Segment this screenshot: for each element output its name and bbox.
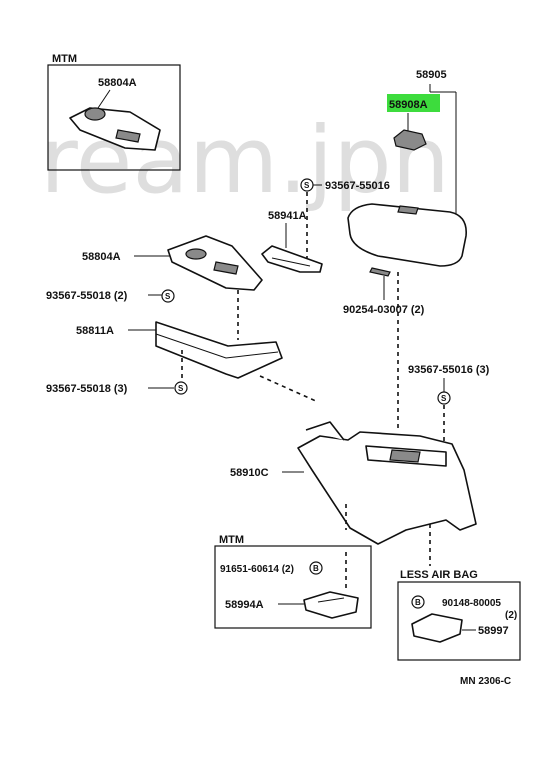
label-58910C: 58910C bbox=[230, 467, 269, 479]
label-90254-03007: 90254-03007 (2) bbox=[343, 304, 425, 316]
part-58997-shape bbox=[411, 613, 463, 643]
label-91651-60614: 91651-60614 (2) bbox=[220, 564, 294, 575]
less-air-bag-label: LESS AIR BAG bbox=[400, 569, 478, 581]
svg-text:S: S bbox=[165, 292, 171, 301]
part-58804A-shape bbox=[167, 235, 263, 291]
part-58910C-cupholder bbox=[389, 449, 421, 463]
part-90254-pin bbox=[369, 267, 391, 277]
mtm-top-label: MTM bbox=[52, 53, 77, 65]
screw-icon bbox=[411, 595, 425, 609]
label-90148-80005: 90148-80005 bbox=[442, 598, 501, 609]
label-58811A: 58811A bbox=[76, 325, 114, 337]
svg-text:S: S bbox=[304, 181, 310, 190]
label-58997: 58997 bbox=[478, 625, 509, 637]
label-58994A: 58994A bbox=[225, 599, 264, 611]
part-58941A-shape bbox=[261, 245, 323, 273]
highlight-58908A bbox=[387, 94, 440, 112]
part-58804A-slot bbox=[213, 261, 239, 275]
mtm-top-box bbox=[47, 64, 181, 171]
label-90148-qty: (2) bbox=[505, 610, 517, 621]
label-93567-55016-b: 93567-55016 (3) bbox=[408, 364, 490, 376]
screw-icon bbox=[161, 289, 175, 303]
part-58994A-shape bbox=[303, 591, 359, 619]
label-58804A: 58804A bbox=[82, 251, 121, 263]
svg-text:B: B bbox=[313, 564, 319, 573]
screw-icon bbox=[437, 391, 451, 405]
label-93567-55018-a: 93567-55018 (2) bbox=[46, 290, 128, 302]
screw-icon bbox=[309, 561, 323, 575]
part-58905-lid bbox=[347, 203, 467, 267]
part-58804A-hole bbox=[185, 248, 207, 260]
part-58804A-top-slot bbox=[115, 129, 141, 143]
svg-text:S: S bbox=[178, 384, 184, 393]
svg-text:S: S bbox=[441, 394, 447, 403]
leader-58804A-top bbox=[97, 89, 111, 109]
part-58804A-top-knob bbox=[84, 107, 106, 121]
label-58908A[interactable]: 58908A bbox=[389, 99, 428, 111]
part-58811A-shape bbox=[155, 321, 283, 379]
screw-icon bbox=[174, 381, 188, 395]
label-93567-55016-a: 93567-55016 bbox=[325, 180, 390, 192]
less-air-bag-box bbox=[397, 581, 521, 661]
label-58941A: 58941A bbox=[268, 210, 307, 222]
part-58910C-bracket bbox=[305, 421, 345, 441]
part-58908A-shape bbox=[393, 129, 427, 151]
reference-code: MN 2306-C bbox=[460, 676, 511, 687]
label-58905: 58905 bbox=[416, 69, 447, 81]
label-93567-55018-b: 93567-55018 (3) bbox=[46, 383, 128, 395]
part-58905-lid-slot bbox=[397, 205, 419, 215]
svg-text:B: B bbox=[415, 598, 421, 607]
mtm-bottom-box bbox=[214, 545, 372, 629]
dash-panel-console bbox=[259, 375, 319, 403]
mtm-bottom-label: MTM bbox=[219, 534, 244, 546]
label-58804A-top: 58804A bbox=[98, 77, 137, 89]
